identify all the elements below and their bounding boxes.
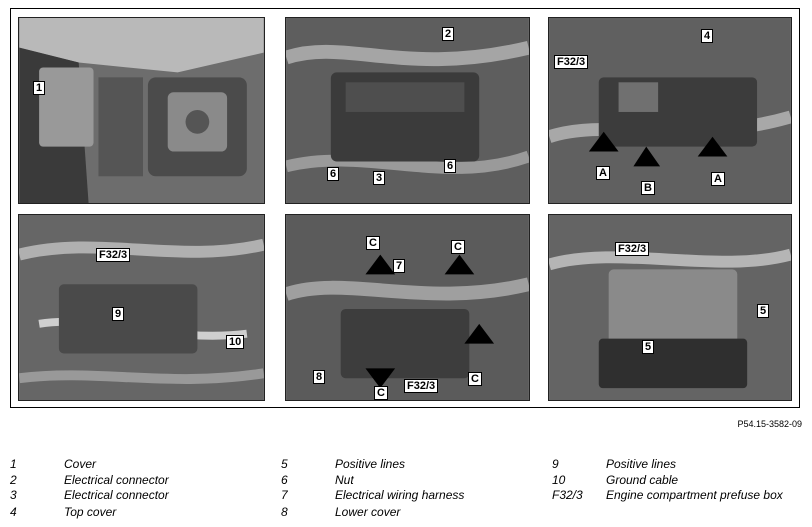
- legend-number: 8: [281, 505, 288, 519]
- legend-text: Engine compartment prefuse box: [606, 488, 783, 502]
- photo-panel-prefuse-box: F32/3 5 5: [548, 214, 792, 401]
- top-cover-photo: [549, 18, 791, 203]
- callout-label: F32/3: [96, 248, 131, 262]
- callout-label: 10: [226, 335, 245, 349]
- callout-label: 1: [33, 81, 46, 95]
- photo-panel-positive-lines: F32/3 9 10: [18, 214, 265, 401]
- callout-label: C: [366, 236, 380, 250]
- positive-lines-photo: [19, 215, 264, 400]
- callout-label: B: [641, 181, 655, 195]
- engine-bay-photo: [19, 18, 264, 203]
- callout-label: 5: [642, 340, 655, 354]
- legend-number: 4: [10, 505, 17, 519]
- legend-text: Positive lines: [335, 457, 406, 471]
- lower-cover-photo: [286, 215, 529, 400]
- document-reference: P54.15-3582-09: [737, 419, 802, 429]
- legend-text: Top cover: [64, 505, 117, 519]
- legend-number: 6: [281, 473, 288, 487]
- callout-label: C: [374, 386, 388, 400]
- photo-panel-engine-bay: 1: [18, 17, 265, 204]
- photo-panel-top-cover: F32/3 4 A B A: [548, 17, 792, 204]
- legend-text: Electrical connector: [64, 488, 169, 502]
- legend-number: 9: [552, 457, 559, 471]
- callout-label: 2: [442, 27, 455, 41]
- callout-label: F32/3: [554, 55, 589, 69]
- photo-panel-lower-cover: C 7 C 8 C F32/3 C: [285, 214, 530, 401]
- callout-label: 7: [393, 259, 406, 273]
- legend-text: Lower cover: [335, 505, 401, 519]
- legend-number: 2: [10, 473, 17, 487]
- legend-number: F32/3: [552, 488, 583, 502]
- callout-label: A: [596, 166, 610, 180]
- legend-text: Ground cable: [606, 473, 679, 487]
- callout-label: F32/3: [404, 379, 439, 393]
- legend-number: 1: [10, 457, 17, 471]
- callout-label: 3: [373, 171, 386, 185]
- legend-text: Electrical connector: [64, 473, 169, 487]
- legend-number: 5: [281, 457, 288, 471]
- callout-label: C: [451, 240, 465, 254]
- prefuse-box-photo: [549, 215, 791, 400]
- legend-text: Electrical wiring harness: [335, 488, 465, 502]
- callout-label: 5: [757, 304, 770, 318]
- callout-label: A: [711, 172, 725, 186]
- callout-label: F32/3: [615, 242, 650, 256]
- legend-number: 7: [281, 488, 288, 502]
- photo-panel-prefuse-cover: 2 6 3 6: [285, 17, 530, 204]
- legend-number: 3: [10, 488, 17, 502]
- legend-text: Nut: [335, 473, 354, 487]
- callout-label: 9: [112, 307, 125, 321]
- legend-column-2: 5 Positive lines 6 Nut 7 Electrical wiring …: [281, 456, 531, 526]
- callout-label: 6: [444, 159, 457, 173]
- legend-text: Cover: [64, 457, 97, 471]
- legend-text: Positive lines: [606, 457, 677, 471]
- callout-label: 8: [313, 370, 326, 384]
- callout-label: 4: [701, 29, 714, 43]
- callout-label: C: [468, 372, 482, 386]
- callout-label: 6: [327, 167, 340, 181]
- legend-number: 10: [552, 473, 566, 487]
- legend-column-3: 9 Positive lines 10 Ground cable F32/3 Engi…: [552, 456, 807, 511]
- prefuse-cover-photo: [286, 18, 529, 203]
